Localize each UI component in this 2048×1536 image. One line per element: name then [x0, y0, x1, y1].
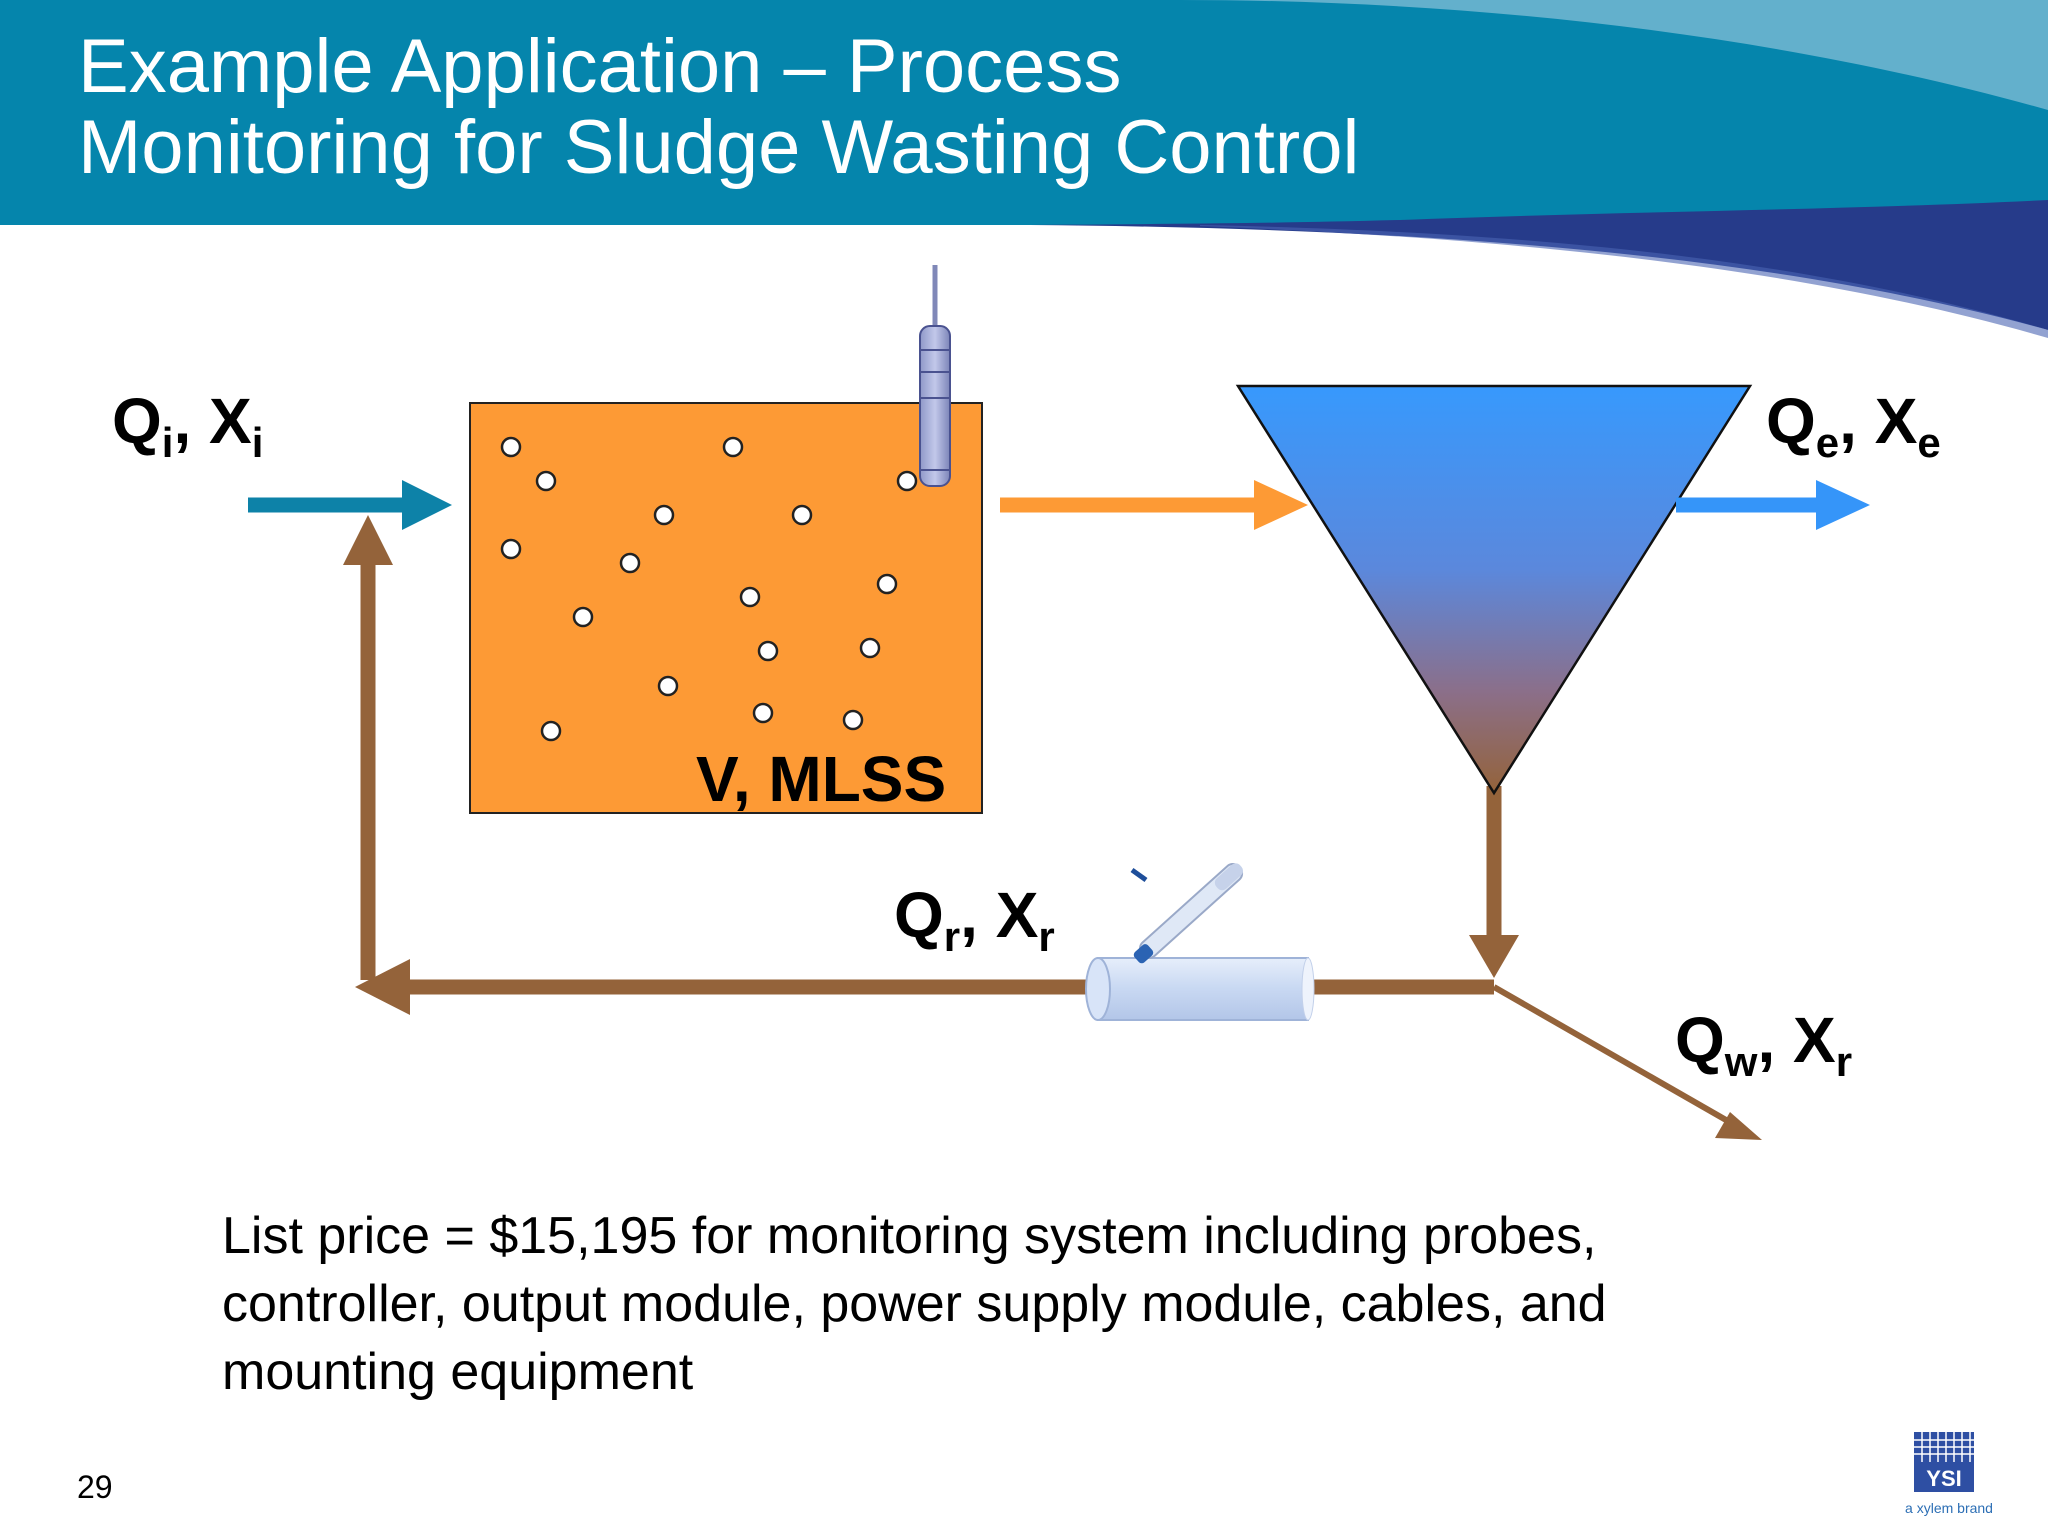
header-dark-wave: [1030, 200, 2048, 330]
transfer-arrowhead: [1254, 480, 1308, 530]
page-number: 29: [77, 1469, 113, 1505]
effluent-label: Qe, Xe: [1766, 385, 1941, 466]
bubble: [653, 504, 675, 526]
waste-flow-label: Qw, Xr: [1675, 1004, 1853, 1085]
logo-tagline: a xylem brand: [1905, 1500, 1993, 1516]
influent-arrowhead: [402, 480, 452, 530]
return-flow-label: Qr, Xr: [894, 879, 1055, 960]
bubble: [500, 538, 522, 560]
bubble: [842, 709, 864, 731]
bubble: [876, 573, 898, 595]
price-note: List price = $15,195 for monitoring syst…: [222, 1207, 1607, 1401]
bubble: [757, 640, 779, 662]
air-bubbles: [500, 436, 918, 742]
bubble: [572, 606, 594, 628]
slide-title-line-2: Monitoring for Sludge Wasting Control: [78, 105, 1360, 190]
bubble: [896, 470, 918, 492]
bubble: [540, 720, 562, 742]
waste-arrowhead: [1715, 1112, 1762, 1140]
ysi-logo-icon: YSI: [1914, 1432, 1974, 1492]
bubble: [791, 504, 813, 526]
bubble: [619, 552, 641, 574]
bubble: [657, 675, 679, 697]
clarifier: [1235, 384, 1753, 796]
effluent-arrowhead: [1816, 480, 1870, 530]
bubble: [739, 586, 761, 608]
bubble: [752, 702, 774, 724]
slide-title-line-1: Example Application – Process: [78, 24, 1122, 109]
return-pipe-probe-icon: [1085, 863, 1315, 1021]
bubble: [722, 436, 744, 458]
tank-probe-icon: [919, 265, 951, 487]
influent-label: Qi, Xi: [112, 385, 264, 466]
return-arrowhead-left: [355, 959, 410, 1015]
tank-label: V, MLSS: [696, 743, 947, 815]
logo-brand-text: YSI: [1926, 1466, 1961, 1491]
header-light-wave: [1180, 0, 2048, 110]
underflow-arrowhead: [1469, 935, 1519, 978]
bubble: [500, 436, 522, 458]
return-arrowhead-up: [343, 515, 393, 565]
aeration-tank: [469, 402, 983, 814]
waste-line: [1492, 984, 1742, 1131]
bubble: [859, 637, 881, 659]
bubble: [535, 470, 557, 492]
